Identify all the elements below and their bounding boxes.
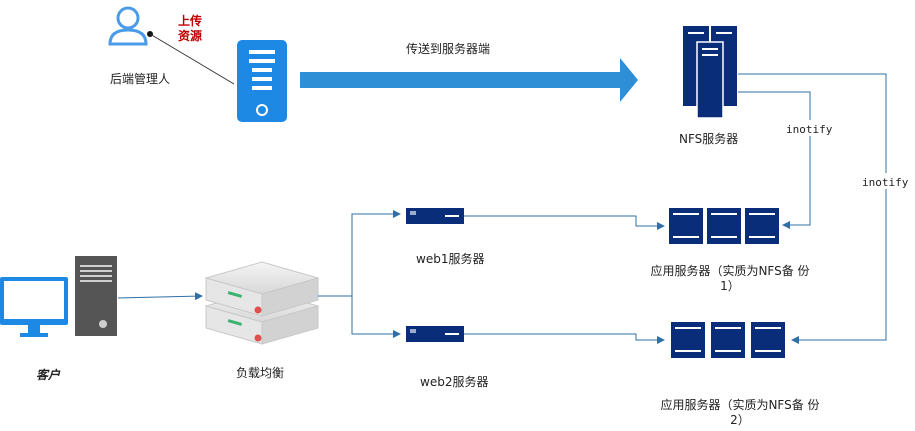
nfs-label: NFS服务器	[679, 132, 739, 146]
client-label: 客户	[36, 368, 61, 382]
web2-to-app2-line	[464, 333, 665, 344]
admin-label: 后端管理人	[110, 72, 171, 86]
upload-connector	[149, 33, 235, 85]
app1-label-line1: 应用服务器（实质为NFS备 份	[650, 264, 810, 278]
app2-label-line2: 2）	[730, 413, 750, 427]
web1-to-app1-line	[464, 215, 665, 230]
lb-to-web1-line	[318, 210, 401, 297]
web2-label: web2服务器	[420, 375, 489, 389]
inotify-label-2: inotify	[862, 176, 909, 189]
transfer-arrow	[300, 58, 638, 102]
app1-label-line2: 1）	[720, 279, 740, 293]
web-server-icon	[406, 326, 464, 342]
user-icon	[108, 6, 153, 46]
app-server-icon	[671, 322, 785, 358]
app-server-icon	[669, 208, 779, 244]
client-to-lb-line	[117, 292, 203, 301]
upload-label-line1: 上传	[178, 14, 203, 28]
inotify-line-2	[738, 73, 887, 344]
load-balancer-icon	[204, 261, 320, 345]
web1-label: web1服务器	[416, 252, 485, 266]
upload-label: 上传 资源	[178, 14, 202, 44]
lb-label: 负载均衡	[236, 366, 285, 380]
client-monitor-icon	[0, 277, 68, 337]
upload-server-icon	[237, 40, 287, 122]
nfs-server-icon	[683, 26, 737, 119]
app2-label-line1: 应用服务器（实质为NFS备 份	[660, 398, 820, 412]
inotify-line-1	[738, 91, 811, 229]
lb-to-web2-line	[351, 296, 401, 338]
client-tower-icon	[75, 256, 117, 336]
upload-label-line2: 资源	[178, 29, 203, 43]
app1-label: 应用服务器（实质为NFS备 份 1）	[640, 264, 820, 294]
app2-label: 应用服务器（实质为NFS备 份 2）	[650, 398, 830, 428]
transfer-label: 传送到服务器端	[406, 42, 491, 56]
inotify-label-1: inotify	[786, 123, 833, 136]
web-server-icon	[406, 208, 464, 224]
